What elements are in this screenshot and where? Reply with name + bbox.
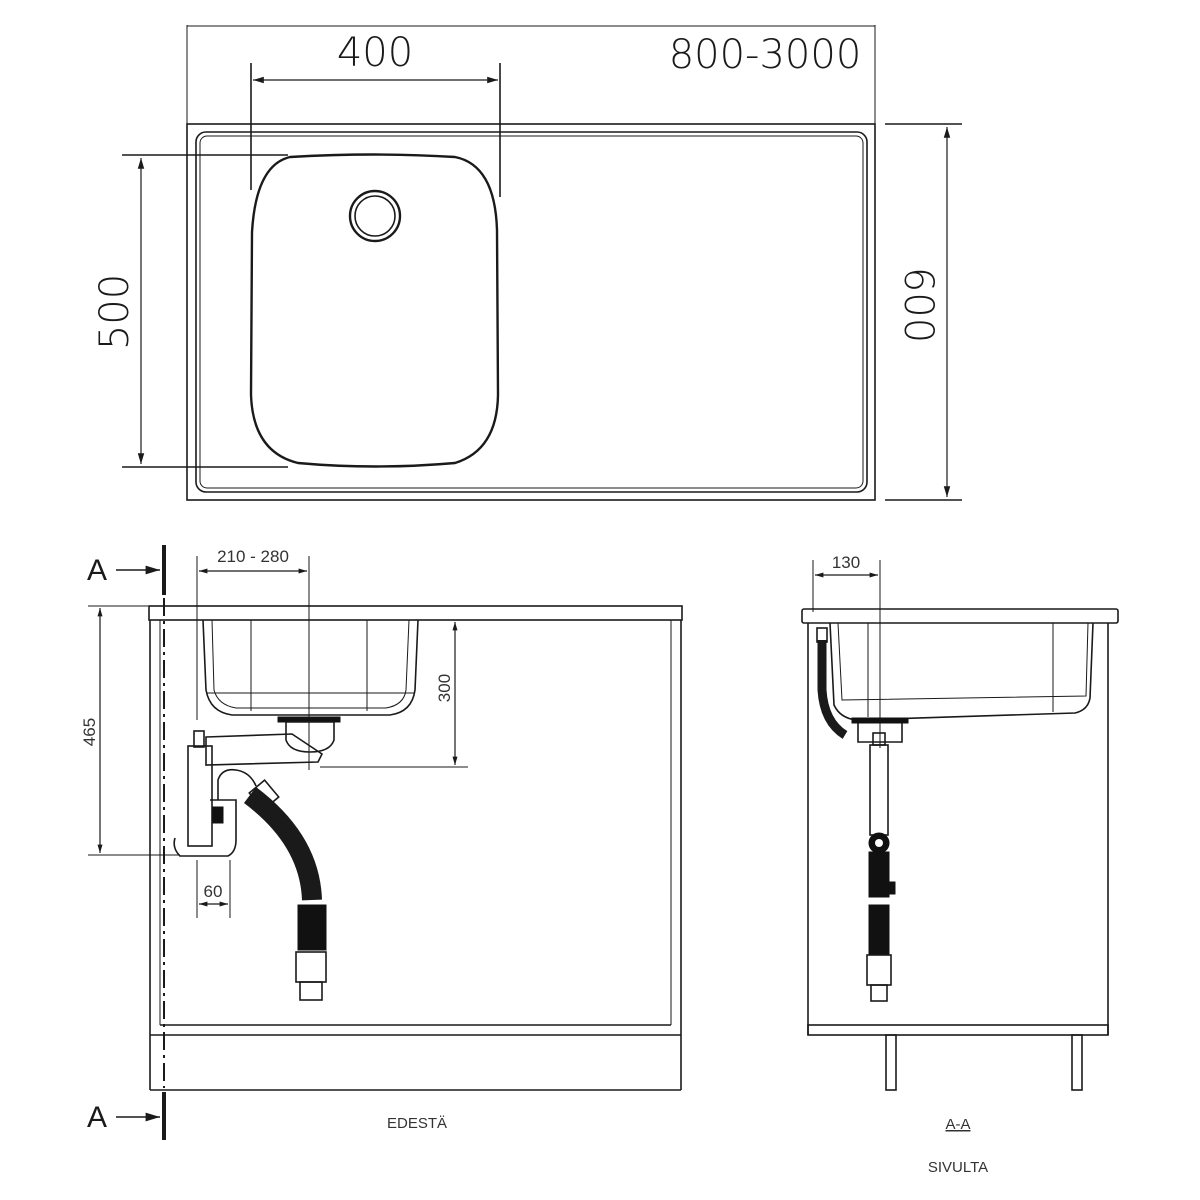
bowl-side-inner xyxy=(837,622,1089,701)
drain-hose-lower xyxy=(297,904,327,951)
side-hose-end-tip xyxy=(870,984,888,1002)
leg-back xyxy=(1071,1034,1083,1091)
trap-height-dimension-label: 465 xyxy=(80,718,99,746)
sink-bowl-outline xyxy=(249,153,500,468)
trap-body xyxy=(187,745,213,847)
section-marker-bottom-label: A xyxy=(87,1101,107,1134)
section-marker-top-label: A xyxy=(87,554,107,587)
drain-pipe xyxy=(869,744,889,836)
countertop-outline xyxy=(186,123,876,501)
trap-bottom xyxy=(173,799,237,857)
section-title: A-A xyxy=(945,1116,970,1133)
drain-outer-ring xyxy=(348,189,402,243)
drain-hose xyxy=(243,787,322,901)
drain-arm xyxy=(205,733,324,766)
total-depth-dimension-label: 600 xyxy=(895,267,941,343)
bowl-width-dimension-label: 400 xyxy=(337,30,413,76)
drain-inner-ring xyxy=(354,195,396,237)
bowl-depth-dimension-label: 500 xyxy=(92,274,138,350)
drain-basket xyxy=(857,723,903,743)
side-drain-offset-dimension-label: 130 xyxy=(832,553,860,572)
hose-clip xyxy=(888,881,896,895)
bowl-depth-dimension-label: 300 xyxy=(435,674,454,702)
bowl-front-inner xyxy=(211,619,410,709)
side-hose-lower xyxy=(868,904,890,956)
side-view-title: SIVULTA xyxy=(928,1159,988,1176)
countertop-front xyxy=(148,605,683,621)
front-view-title: EDESTÄ xyxy=(387,1115,447,1132)
trap-clamp xyxy=(212,806,224,824)
countertop-rim-inner xyxy=(199,135,864,489)
trap-bend xyxy=(217,768,257,800)
bottom-shelf-section xyxy=(807,1024,1109,1036)
leg-front xyxy=(885,1034,897,1091)
hose-end-fitting xyxy=(295,951,327,983)
drain-nut xyxy=(872,732,886,746)
countertop-rim-outer xyxy=(195,131,868,493)
hose-end-tip xyxy=(299,981,323,1001)
bowl-front-outline xyxy=(202,619,419,716)
width-dimension-label: 800-3000 xyxy=(669,32,862,78)
drain-basket xyxy=(285,721,335,753)
hose-coupling xyxy=(248,779,280,811)
overflow-connector xyxy=(816,627,828,643)
side-view: 130 A-A SIVULTA xyxy=(801,553,1119,1176)
front-view: A A 210 - 280 xyxy=(80,545,683,1140)
trap-width-dimension-label: 60 xyxy=(204,882,223,901)
drain-offset-dimension-label: 210 - 280 xyxy=(217,547,289,566)
side-hose-upper xyxy=(868,851,890,898)
overflow-connector xyxy=(193,730,205,748)
side-hose-end-fitting xyxy=(866,954,892,986)
pipe-joint-center xyxy=(875,839,883,847)
drain-flange xyxy=(851,717,909,724)
bowl-side-outline xyxy=(829,622,1094,721)
overflow-hose xyxy=(817,640,848,739)
countertop-section xyxy=(801,608,1119,624)
top-view: 800-3000 400 500 600 xyxy=(92,25,962,501)
